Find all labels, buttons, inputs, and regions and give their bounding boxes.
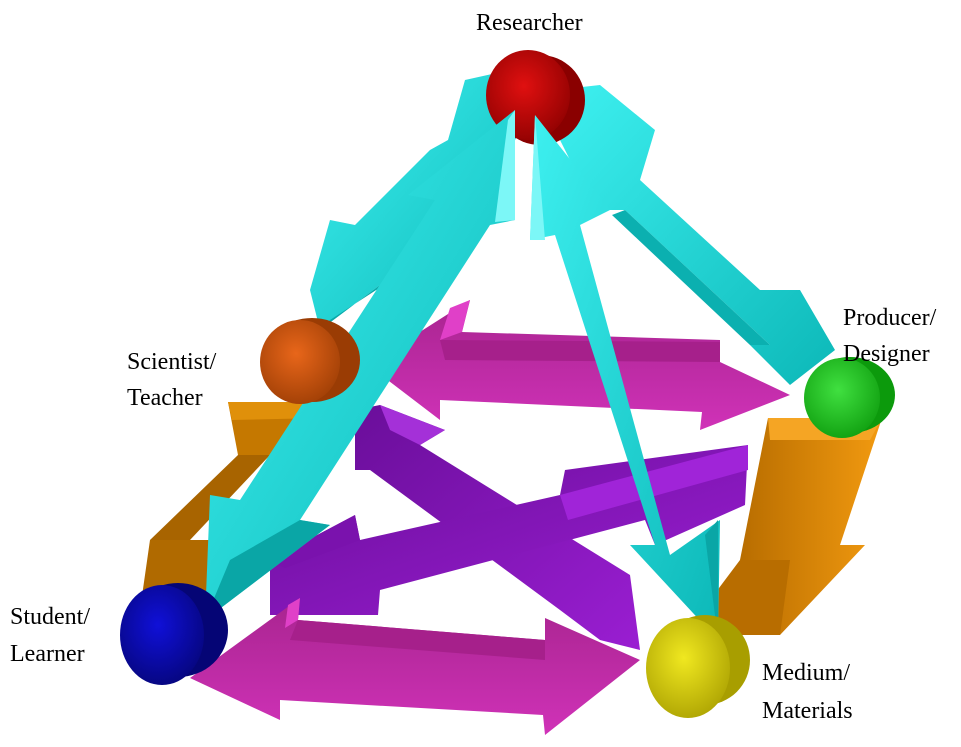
producer-node (804, 357, 895, 438)
medium-node (646, 615, 750, 718)
cyan-double-arrow-researcher-medium (530, 115, 720, 640)
medium-label-line1: Medium/ (762, 660, 850, 686)
scientist-label-line1: Scientist/ (127, 349, 217, 375)
student-label-line1: Student/ (10, 604, 91, 630)
researcher-label: Researcher (476, 10, 583, 36)
student-label-line2: Learner (10, 641, 85, 667)
purple-arrow-student-producer (270, 445, 748, 615)
scientist-label-line2: Teacher (127, 385, 203, 411)
magenta-arrow-student-medium (190, 598, 640, 735)
cyan-arrow-researcher-producer (555, 85, 835, 385)
scientist-node (260, 318, 360, 404)
producer-label-line2: Designer (843, 341, 930, 367)
producer-label-line1: Producer/ (843, 305, 937, 331)
cyan-double-arrow-researcher-student (205, 110, 515, 620)
student-node (120, 583, 228, 685)
medium-label-line2: Materials (762, 698, 853, 724)
magenta-arrow-scientist-producer (368, 300, 790, 430)
